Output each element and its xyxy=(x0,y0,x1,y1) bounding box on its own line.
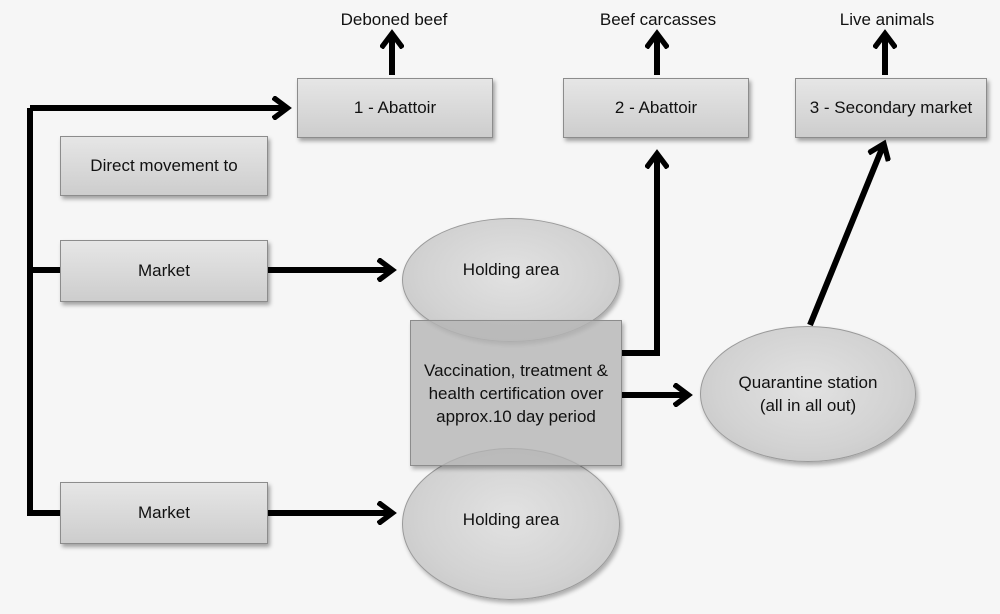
abattoir-1-box: 1 - Abattoir xyxy=(297,78,493,138)
output-live-animals-label: Live animals xyxy=(839,10,935,29)
output-beef-carcasses-label: Beef carcasses xyxy=(599,10,717,29)
market-top-box: Market xyxy=(60,240,268,302)
holding-area-bottom: Holding area xyxy=(402,448,620,600)
secondary-market-box: 3 - Secondary market xyxy=(795,78,987,138)
abattoir-2-box: 2 - Abattoir xyxy=(563,78,749,138)
direct-movement-box: Direct movement to xyxy=(60,136,268,196)
arrow-quarantine-to-secondary-market xyxy=(807,146,883,327)
arrow-vaccination-to-abattoir-2 xyxy=(622,156,657,356)
vaccination-box: Vaccination, treatment & health certific… xyxy=(410,320,622,466)
quarantine-station: Quarantine station (all in all out) xyxy=(700,326,916,462)
market-bottom-box: Market xyxy=(60,482,268,544)
output-deboned-beef-label: Deboned beef xyxy=(340,10,448,29)
